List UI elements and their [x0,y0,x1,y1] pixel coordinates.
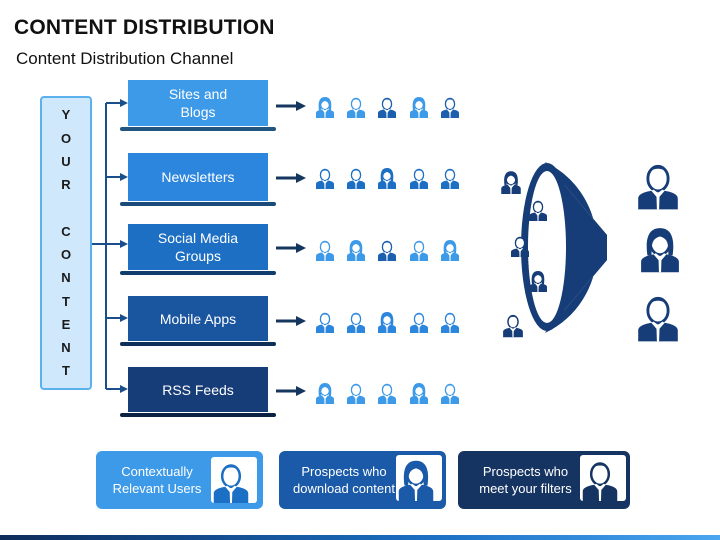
channel-label: RSS Feeds [162,381,234,398]
vertical-letter: C [61,223,71,239]
legend-prospects-download-content: Prospects who download content [279,451,446,509]
female-user-icon [528,268,548,297]
female-user-icon [315,92,335,125]
male-user-icon [440,307,460,340]
male-user-icon [636,154,680,217]
vertical-letter: N [61,270,71,286]
funnel-mouth [528,171,566,323]
legend-label: Relevant Users [112,481,202,496]
channel-label: Newsletters [161,169,235,185]
female-user-icon [639,219,681,280]
female-user-icon [409,92,429,125]
vertical-letter: T [62,363,70,379]
female-user-icon [396,455,442,501]
male-user-icon [409,163,429,196]
male-user-icon [409,307,429,340]
vertical-letter: U [61,153,71,169]
funnel-shape [545,162,607,333]
vertical-letter: O [60,130,72,146]
male-user-icon [636,286,680,349]
male-user-icon [580,455,626,501]
female-user-icon [377,163,397,196]
male-user-icon [377,92,397,125]
legend-label: Prospects who [301,464,387,479]
male-user-icon [440,163,460,196]
male-user-icon [346,378,366,411]
male-user-icon [346,92,366,125]
legend-label: Contextually [121,464,193,479]
male-user-icon [502,310,524,343]
male-user-icon [315,307,335,340]
male-user-icon [315,163,335,196]
vertical-letter: O [60,247,72,262]
channel-mobile-apps: Mobile Apps [128,296,268,341]
female-user-icon [346,235,366,268]
male-user-icon [346,163,366,196]
channel-label: Groups [175,248,221,264]
your-content-box: Y O U R C O N T E N T [40,96,92,390]
male-user-icon [377,235,397,268]
channel-label: Blogs [180,104,216,120]
male-user-icon [440,92,460,125]
male-user-icon [510,232,530,263]
male-user-icon [409,235,429,268]
legend-label: download content [293,481,395,496]
female-user-icon [409,378,429,411]
male-user-icon [440,378,460,411]
channel-label: Social Media [157,230,239,246]
female-user-icon [440,235,460,268]
male-user-icon [211,457,257,503]
vertical-letter: T [62,293,70,309]
channel-newsletters: Newsletters [128,153,268,201]
bottom-accent-bar [0,535,720,540]
page-subtitle: Content Distribution Channel [16,49,234,68]
vertical-letter: Y [61,107,71,123]
legend-label: Prospects who [482,464,569,479]
page-title: CONTENT DISTRIBUTION [14,16,275,39]
female-user-icon [315,378,335,411]
female-user-icon [500,168,522,199]
vertical-letter: N [61,340,71,356]
vertical-letter: R [61,177,71,193]
channel-label: Mobile Apps [159,310,237,327]
channel-rss-feeds: RSS Feeds [128,367,268,412]
female-user-icon [377,307,397,340]
legend-label: meet your filters [479,481,572,496]
legend-prospects-meet-filters: Prospects who meet your filters [458,451,630,509]
male-user-icon [377,378,397,411]
channel-label: Sites and [168,86,228,102]
male-user-icon [528,196,548,227]
vertical-letter: E [61,316,71,332]
male-user-icon [315,235,335,268]
male-user-icon [346,307,366,340]
